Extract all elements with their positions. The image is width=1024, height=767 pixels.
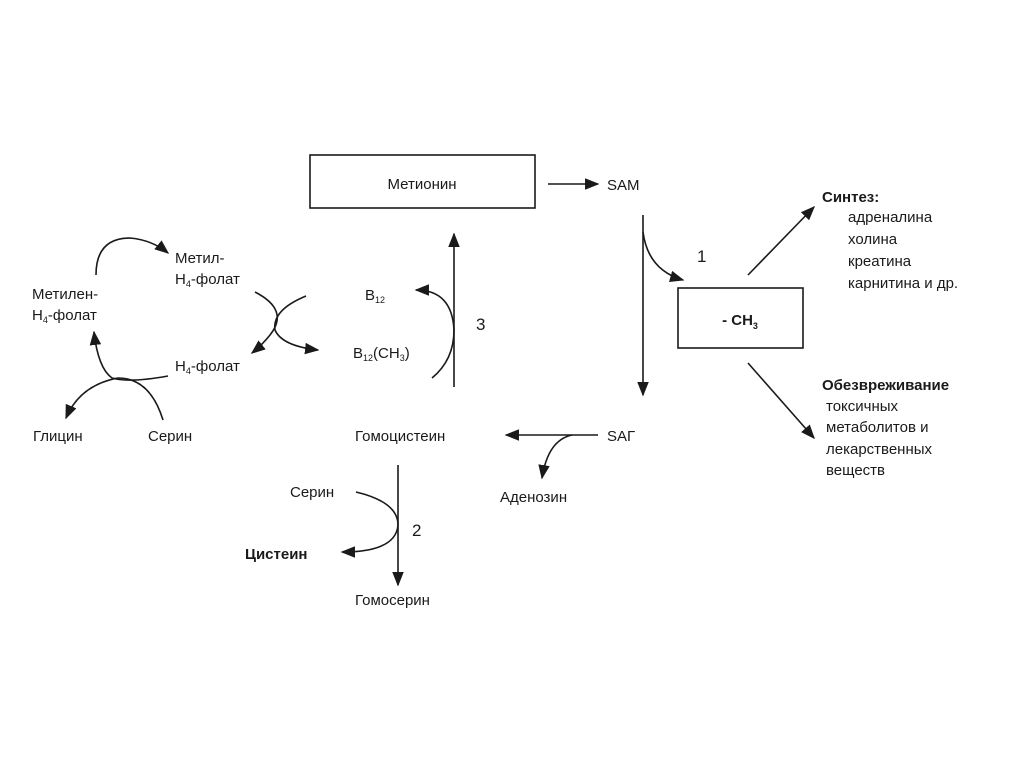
detox-title: Обезвреживание: [822, 377, 949, 394]
methionine-box: [309, 154, 536, 209]
arrow-adenosine-release: [538, 434, 573, 480]
detox-item: лекарственных: [826, 441, 933, 458]
homocysteine-label: Гомоцистеин: [355, 428, 445, 445]
serine-1-label: Серин: [148, 428, 192, 445]
reaction-3-label: 3: [476, 315, 485, 334]
glycine-label: Глицин: [33, 428, 83, 445]
b12-ch3-label: B12(CH3): [353, 345, 410, 363]
homoserine-label: Гомосерин: [355, 592, 430, 609]
methylene-thf-label-2: H4-фолат: [32, 307, 97, 325]
reaction-1-label: 1: [697, 247, 706, 266]
arrow-to-synthesis: [747, 205, 816, 276]
methyl-group-box: [677, 287, 804, 349]
methyl-group-label: - CH3: [722, 312, 758, 331]
synthesis-item: холина: [848, 231, 898, 248]
arrow-to-detox: [747, 362, 815, 440]
thf-label: H4-фолат: [175, 358, 240, 376]
methylene-thf-label: Метилен-: [32, 286, 98, 303]
adenosine-label: Аденозин: [500, 489, 567, 506]
arrow-methyl-transfer: [642, 231, 685, 282]
synthesis-item: креатина: [848, 253, 912, 270]
arrow-thf-methylene: [89, 330, 169, 381]
sam-label: SAM: [607, 177, 640, 194]
synthesis-title: Синтез:: [822, 189, 879, 206]
methyl-thf-label-2: H4-фолат: [175, 271, 240, 289]
arrow-b12-demethylation: [414, 284, 455, 379]
methyl-thf-label: Метил-: [175, 250, 225, 267]
serine-2-label: Серин: [290, 484, 334, 501]
detox-item: веществ: [826, 462, 885, 479]
detox-item: метаболитов и: [826, 419, 929, 436]
cysteine-label: Цистеин: [245, 546, 308, 563]
detox-item: токсичных: [826, 398, 899, 415]
arrow-serine-glycine: [65, 377, 164, 421]
reaction-2-label: 2: [412, 521, 421, 540]
arrow-methyl-thf: [250, 291, 279, 354]
synthesis-item: адреналина: [848, 209, 933, 226]
b12-label: B12: [365, 287, 385, 305]
arrow-methylene-methyl: [95, 237, 170, 276]
methionine-label: Метионин: [387, 176, 456, 193]
arrow-serine-cysteine: [340, 491, 399, 558]
synthesis-item: карнитина и др.: [848, 275, 958, 292]
sah-label: SAГ: [607, 428, 635, 445]
arrow-to-b12: [274, 295, 320, 355]
